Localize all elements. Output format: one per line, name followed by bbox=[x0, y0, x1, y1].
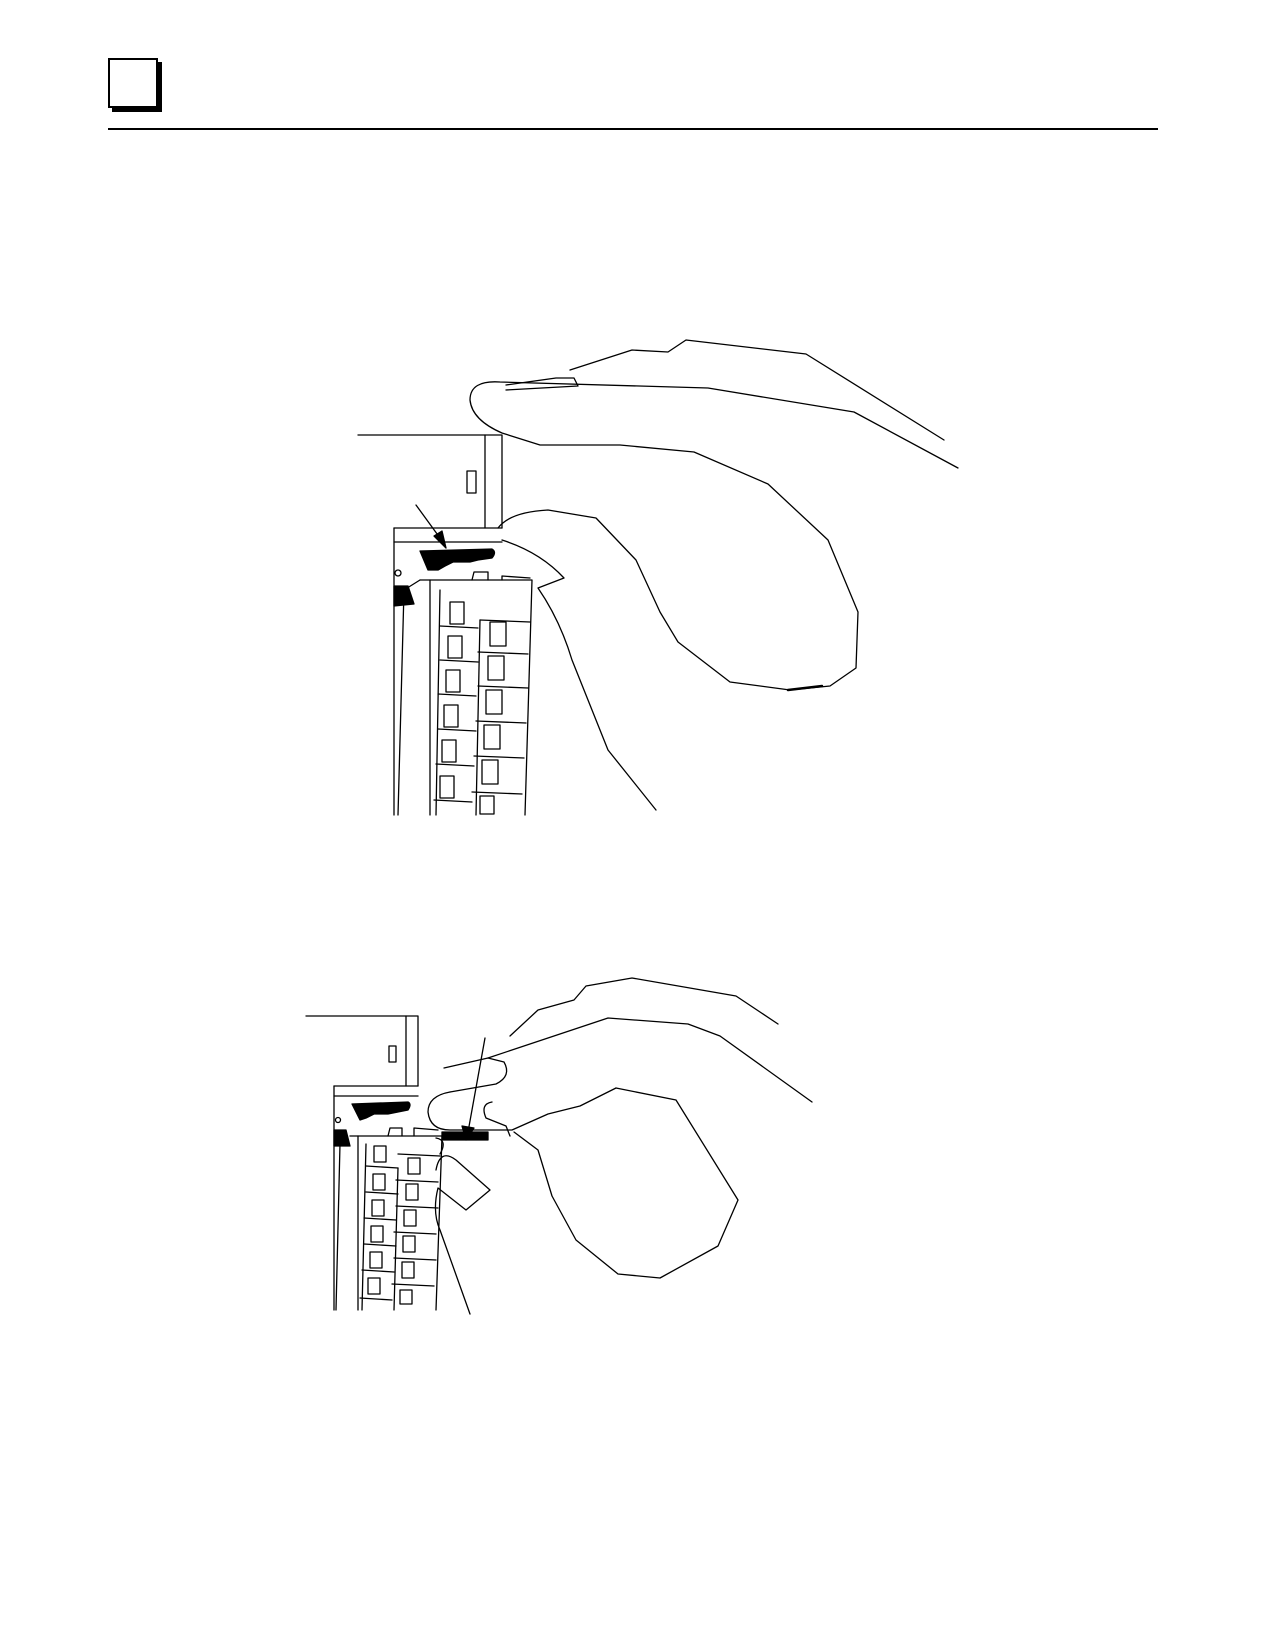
hand-outline-upper bbox=[487, 1017, 813, 1103]
module-housing-edge bbox=[357, 434, 503, 529]
terminal-screws-left bbox=[433, 601, 479, 803]
pointer-arrow-line bbox=[415, 504, 441, 539]
chapter-marker-box bbox=[108, 58, 158, 108]
terminal-block-right bbox=[357, 1135, 443, 1311]
module-screw bbox=[394, 569, 402, 577]
figure-latch-press bbox=[357, 339, 959, 816]
terminal-block-left bbox=[349, 1135, 359, 1311]
figure-block-removal-drawing bbox=[305, 977, 813, 1315]
pointer-arrow-line bbox=[467, 1037, 486, 1133]
terminal-screws-right bbox=[391, 1153, 441, 1305]
palm-outline bbox=[513, 1087, 739, 1279]
terminal-screws-left bbox=[359, 1145, 399, 1301]
finger-top-edge bbox=[569, 339, 945, 441]
pointer-arrow-head bbox=[433, 530, 447, 549]
module-slot bbox=[466, 470, 477, 494]
thumb-outline bbox=[427, 1087, 617, 1131]
latch-black bbox=[419, 548, 496, 571]
latch-black bbox=[351, 1101, 411, 1121]
finger-lower bbox=[501, 539, 657, 811]
thumb-nail bbox=[505, 377, 579, 391]
terminal-block-right bbox=[429, 579, 533, 816]
thumb-outline bbox=[469, 381, 959, 691]
finger-top-edge bbox=[509, 977, 779, 1037]
header-rule bbox=[108, 128, 1158, 130]
index-finger bbox=[434, 1155, 491, 1315]
terminal-block-left bbox=[419, 579, 431, 816]
latch-lower-black bbox=[333, 1129, 351, 1147]
module-housing-edge bbox=[305, 1015, 419, 1087]
module-slot bbox=[388, 1045, 397, 1063]
figure-latch-press-drawing bbox=[357, 339, 959, 816]
thumb-tip bbox=[483, 1101, 511, 1137]
figure-block-removal bbox=[0, 840, 1275, 1360]
terminal-screws-right bbox=[471, 619, 531, 815]
module-screw bbox=[334, 1116, 342, 1124]
thumb-nail bbox=[443, 1057, 508, 1093]
